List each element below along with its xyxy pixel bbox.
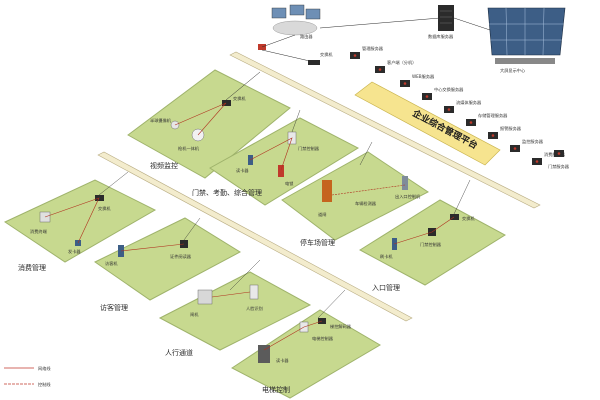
zone-door: 读卡器 门禁控制器 电锁 门禁、考勤、综合管理 [192,131,320,197]
exit-controller-icon [402,176,408,190]
lower-bus [97,151,413,322]
visitor-device1-label: 访客机 [105,260,118,267]
zone-consume: 交换机 消费终端 发卡器 消费管理 [18,195,111,272]
zone-entry-tile [359,199,506,286]
server-1: 管理服务器 [350,45,384,59]
legend-label-1: 网络线 [38,365,51,372]
parking-device3-label: 出入口控制机 [395,193,421,200]
consume-device2-label: 消费终端 [30,228,47,235]
zone-elevator-tile [231,309,381,399]
top-links [261,17,491,63]
entry-switch-icon [450,214,459,220]
video-device1-label: 交换机 [233,95,246,102]
zone-access: 闸机 人脸识别 人行通道 [165,284,263,357]
legend: 网络线 控制线 [4,365,51,388]
platform-bar-shape [354,81,501,166]
workstation-icon [271,4,321,36]
control-center-label: 大屏显示中心 [500,67,526,74]
access-zone-label: 人行通道 [165,348,193,357]
server-2: 客户端（分机） [375,59,416,73]
door-zone-label: 门禁、考勤、综合管理 [192,188,262,197]
access-device1-label: 闸机 [190,311,199,318]
zone-access-tile [158,271,312,351]
server-rack-icon [438,5,454,31]
consume-device1-label: 交换机 [98,205,111,212]
server-4-label: 中心交换服务器 [434,86,464,93]
server-5: 流媒体服务器 [444,99,482,113]
server-1-label: 管理服务器 [362,45,384,52]
video-device2-label: 半球摄像机 [150,117,172,124]
legend-label-2: 控制线 [38,381,51,388]
server-7-label: 报警服务器 [500,125,522,132]
parking-device2-label: 车辆检测器 [355,200,377,207]
server-5-label: 流媒体服务器 [456,99,482,106]
server-8-label: 监控服务器 [522,138,544,145]
zone-visitor: 访客机 证件阅读器 访客管理 [100,240,192,312]
zone-entry: 交换机 刷卡机 门禁控制器 入口管理 [372,214,475,292]
server-10-label: 门禁服务器 [548,163,570,170]
entry-device1-label: 刷卡机 [380,253,393,260]
elevator-device1-label: 电梯控制器 [312,335,334,342]
bus-links [98,109,471,319]
entry-zone-label: 入口管理 [372,283,400,292]
parking-zone-label: 停车场管理 [300,238,335,247]
top-infrastructure: 路由器 数据库服务器 大屏显示中心 交换机 [258,4,566,74]
visitor-zone-label: 访客管理 [100,303,128,312]
server-6: 存储管理服务器 [466,112,508,126]
consume-device3-label: 发卡器 [68,248,81,255]
zone-video: 交换机 半球摄像机 枪机一体机 视频监控 [150,71,261,170]
entry-device3-label: 交换机 [462,215,475,222]
switch-icon [308,60,320,65]
server-4: 中心交换服务器 [422,86,464,100]
server-10: 门禁服务器 [548,150,570,170]
server-2-label: 客户端（分机） [387,59,416,66]
video-zone-label: 视频监控 [150,161,178,170]
door-device3-label: 电锁 [285,180,294,187]
face-recognition-icon [249,284,259,300]
switch-label: 交换机 [320,51,333,58]
zone-visitor-tile [94,217,242,301]
elevator-zone-label: 电梯控制 [262,385,290,394]
entry-device2-label: 门禁控制器 [420,241,442,248]
access-device2-label: 人脸识别 [246,305,263,312]
visitor-device2-label: 证件阅读器 [170,253,192,260]
zone-parking: 道闸 车辆检测器 出入口控制机 停车场管理 [300,176,421,247]
workstation-label: 路由器 [300,33,313,40]
zone-parking-tile [281,151,429,241]
zone-elevator: 电梯控制器 读卡器 梯控解码器 电梯控制 [258,318,352,394]
door-device2-label: 门禁控制器 [298,145,320,152]
elevator-device3-label: 梯控解码器 [330,323,352,330]
server-3-label: WEB服务器 [412,73,435,80]
consume-zone-label: 消费管理 [18,263,46,272]
server-6-label: 存储管理服务器 [478,112,508,119]
server-row: 管理服务器 客户端（分机） WEB服务器 中心交换服务器 流媒体服务器 存储管理… [350,45,570,170]
upper-bus [229,51,541,209]
door-device1-label: 读卡器 [236,167,249,174]
elevator-device2-label: 读卡器 [276,357,289,364]
video-device3-label: 枪机一体机 [178,145,200,152]
server-rack-label: 数据库服务器 [428,33,454,40]
server-8: 监控服务器 [510,138,544,152]
zone-video-tile [127,69,291,179]
consume-switch-icon [95,195,104,201]
zone-consume-tile [3,179,157,263]
elevator-icon [258,345,270,363]
video-wall-icon [487,7,566,64]
network-buses [97,51,541,322]
parking-device1-label: 道闸 [318,211,326,218]
server-7: 报警服务器 [488,125,522,139]
turnstile-icon [197,289,213,305]
server-3: WEB服务器 [400,73,435,87]
video-switch-icon [222,100,231,106]
electric-lock-icon [278,165,284,177]
barrier-gate-icon [322,180,332,202]
